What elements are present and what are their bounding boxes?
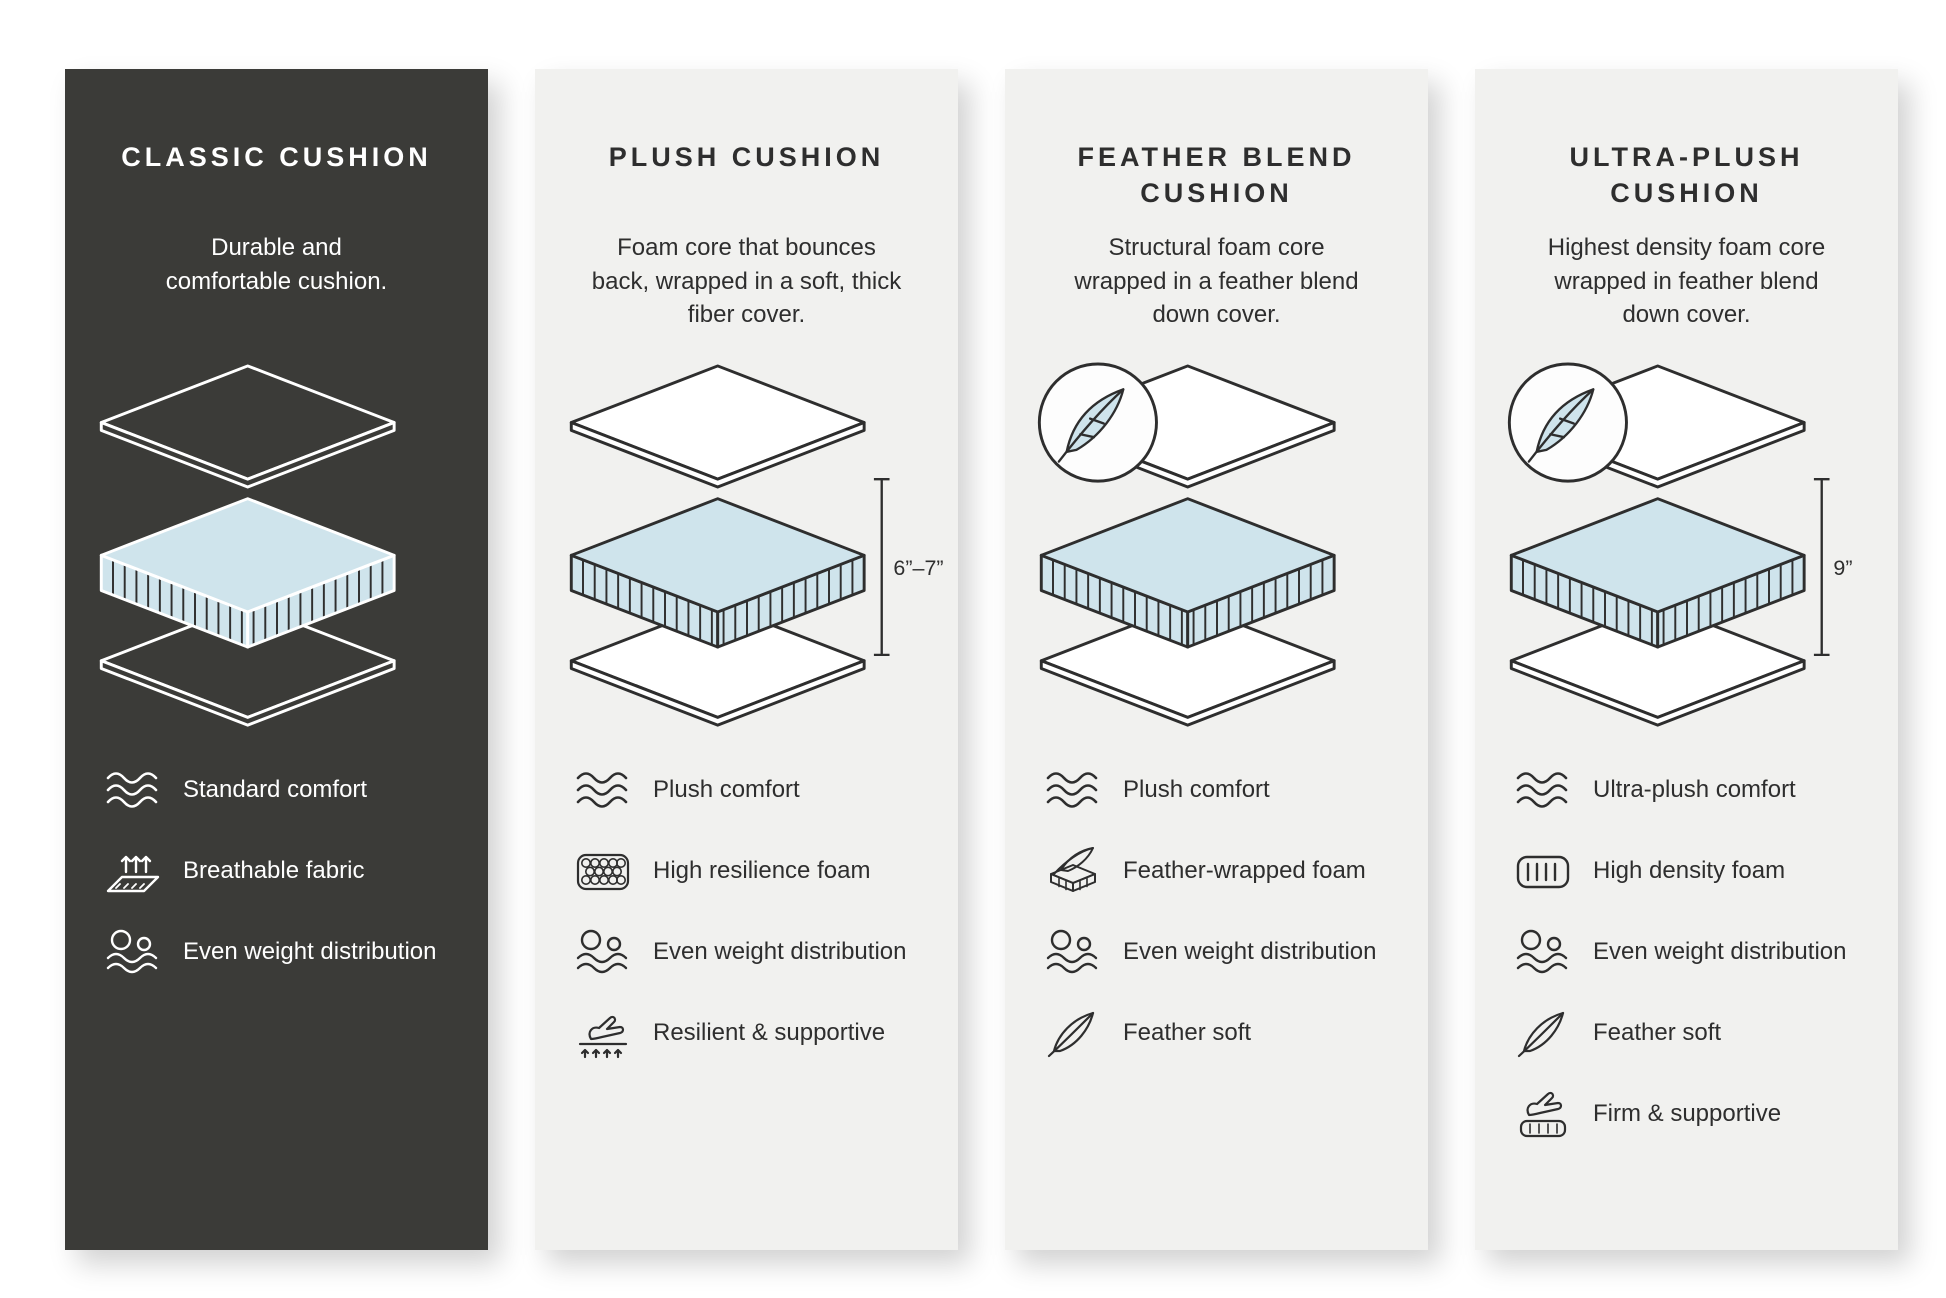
feature-row: Even weight distribution	[101, 925, 452, 979]
diagram-area: 9”	[1507, 361, 1862, 733]
feature-list: Plush comfort Feather-wrapped foam	[1041, 763, 1392, 1060]
card-title: FEATHER BLEND CUSHION	[1077, 142, 1356, 209]
diagram-area	[1037, 361, 1392, 733]
even-weight-icon	[1041, 925, 1123, 979]
card-classic-cushion: CLASSIC CUSHION Durable and comfortable …	[65, 69, 488, 1250]
card-description: Structural foam core wrapped in a feathe…	[1074, 234, 1359, 329]
feature-label: High density foam	[1593, 856, 1786, 884]
feature-list: Ultra-plush comfort High density foam	[1511, 763, 1862, 1141]
feature-label: Standard comfort	[183, 775, 368, 803]
resilient-supportive-icon	[571, 1006, 653, 1060]
feather-icon	[1511, 1006, 1593, 1060]
cushion-layers-diagram: 9”	[1507, 362, 1852, 727]
feature-list: Plush comfort High resilience foam	[571, 763, 922, 1060]
card-description: Foam core that bounces back, wrapped in …	[591, 234, 902, 329]
breathable-fabric-icon	[101, 844, 183, 898]
feature-row: Even weight distribution	[1511, 925, 1862, 979]
feature-label: Even weight distribution	[653, 937, 907, 965]
cushion-layers-diagram	[99, 363, 396, 727]
card-title: CLASSIC CUSHION	[121, 142, 432, 172]
waves-icon	[1511, 763, 1593, 817]
feature-label: Plush comfort	[653, 775, 800, 803]
even-weight-icon	[101, 925, 183, 979]
feature-label: Plush comfort	[1123, 775, 1270, 803]
feature-row: Breathable fabric	[101, 844, 452, 898]
feature-label: Feather-wrapped foam	[1123, 856, 1366, 884]
feature-row: Plush comfort	[1041, 763, 1392, 817]
card-description: Durable and comfortable cushion.	[165, 234, 388, 295]
feature-row: Ultra-plush comfort	[1511, 763, 1862, 817]
feature-row: Even weight distribution	[571, 925, 922, 979]
feature-label: Breathable fabric	[183, 856, 365, 884]
feature-label: Feather soft	[1123, 1018, 1252, 1046]
even-weight-icon	[1511, 925, 1593, 979]
feature-label: Firm & supportive	[1593, 1099, 1782, 1127]
feature-row: Feather soft	[1041, 1006, 1392, 1060]
card-ultra-plush-cushion: ULTRA-PLUSH CUSHION Highest density foam…	[1475, 69, 1898, 1250]
feature-row: Firm & supportive	[1511, 1087, 1862, 1141]
card-feather-blend-cushion: FEATHER BLEND CUSHION Structural foam co…	[1005, 69, 1428, 1250]
card-plush-cushion: PLUSH CUSHION Foam core that bounces bac…	[535, 69, 958, 1250]
feature-label: Even weight distribution	[183, 937, 437, 965]
measurement-label: 9”	[1833, 555, 1852, 579]
feature-label: Ultra-plush comfort	[1593, 775, 1796, 803]
feature-row: Even weight distribution	[1041, 925, 1392, 979]
feature-row: Plush comfort	[571, 763, 922, 817]
high-density-foam-icon	[1511, 844, 1593, 898]
feature-row: Resilient & supportive	[571, 1006, 922, 1060]
card-title: ULTRA-PLUSH CUSHION	[1569, 142, 1804, 209]
feature-label: Resilient & supportive	[653, 1018, 886, 1046]
card-title: PLUSH CUSHION	[608, 142, 885, 172]
cushion-comparison: CLASSIC CUSHION Durable and comfortable …	[65, 69, 1898, 1250]
feature-label: Even weight distribution	[1123, 937, 1377, 965]
height-measurement: 9”	[1813, 477, 1852, 656]
feather-wrapped-foam-icon	[1041, 844, 1123, 898]
cushion-layers-diagram	[1037, 362, 1336, 727]
measurement-label: 6”–7”	[893, 555, 943, 579]
feature-row: High resilience foam	[571, 844, 922, 898]
feather-badge	[1507, 362, 1628, 483]
feather-icon	[1041, 1006, 1123, 1060]
feature-label: Even weight distribution	[1593, 937, 1847, 965]
resilience-foam-icon	[571, 844, 653, 898]
height-measurement: 6”–7”	[873, 477, 943, 656]
feature-row: Feather-wrapped foam	[1041, 844, 1392, 898]
card-description: Highest density foam core wrapped in fea…	[1547, 234, 1826, 329]
firm-supportive-icon	[1511, 1087, 1593, 1141]
feature-list: Standard comfort Breathable fabric	[101, 763, 452, 979]
feature-label: High resilience foam	[653, 856, 871, 884]
feature-row: High density foam	[1511, 844, 1862, 898]
feature-row: Feather soft	[1511, 1006, 1862, 1060]
diagram-area: 6”–7”	[569, 361, 943, 733]
feature-label: Feather soft	[1593, 1018, 1722, 1046]
cushion-layers-diagram: 6”–7”	[569, 363, 943, 727]
feather-badge	[1037, 362, 1158, 483]
diagram-area	[99, 361, 452, 733]
waves-icon	[1041, 763, 1123, 817]
waves-icon	[101, 763, 183, 817]
waves-icon	[571, 763, 653, 817]
feature-row: Standard comfort	[101, 763, 452, 817]
even-weight-icon	[571, 925, 653, 979]
